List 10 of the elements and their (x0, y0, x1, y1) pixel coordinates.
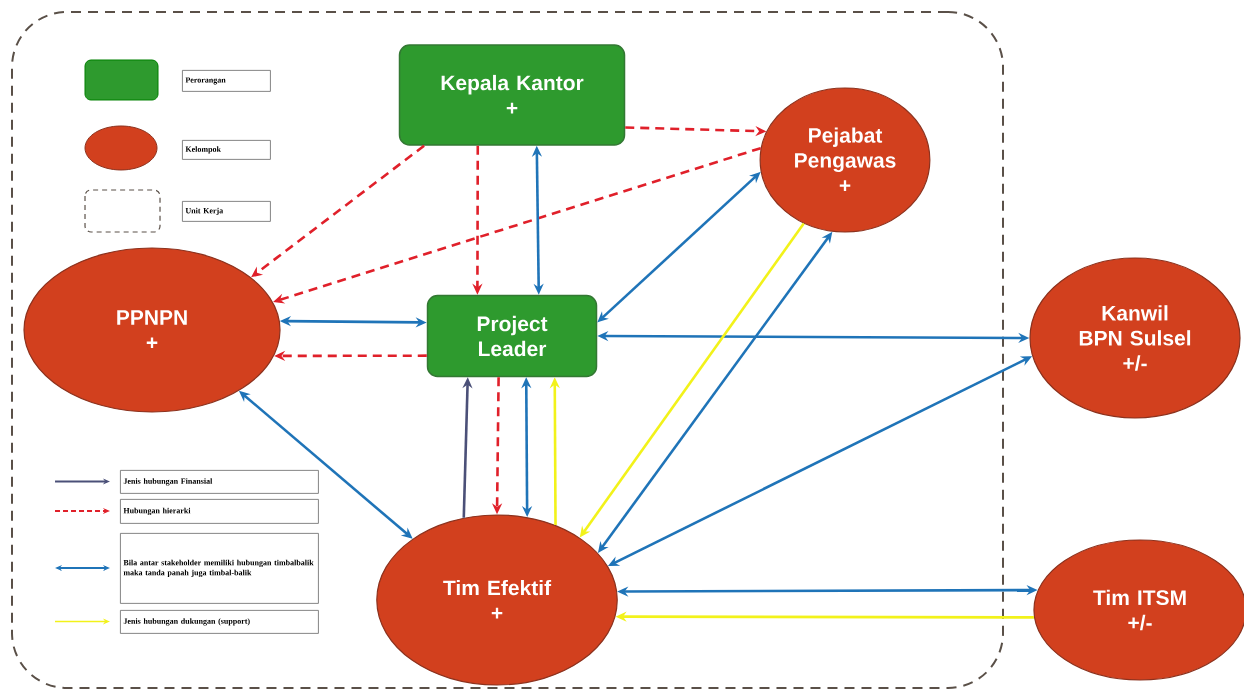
legend-label: Bila antar stakeholder memiliki hubungan timbalbalik maka tanda panah juga timbal-balik (120, 533, 319, 604)
role-box: Kepala Kantor + (398, 44, 626, 146)
legend-label: Unit Kerja (182, 201, 271, 222)
role-box: Project Leader (426, 294, 598, 378)
legend-label: Hubungan hierarki (120, 499, 319, 524)
unit-boundary (11, 11, 1004, 689)
legend-label: Jenis hubungan dukungan (support) (120, 610, 319, 634)
legend-label: Perorangan (182, 70, 271, 92)
legend-label: Kelompok (182, 140, 271, 160)
legend-label: Jenis hubungan Finansial (120, 470, 319, 494)
